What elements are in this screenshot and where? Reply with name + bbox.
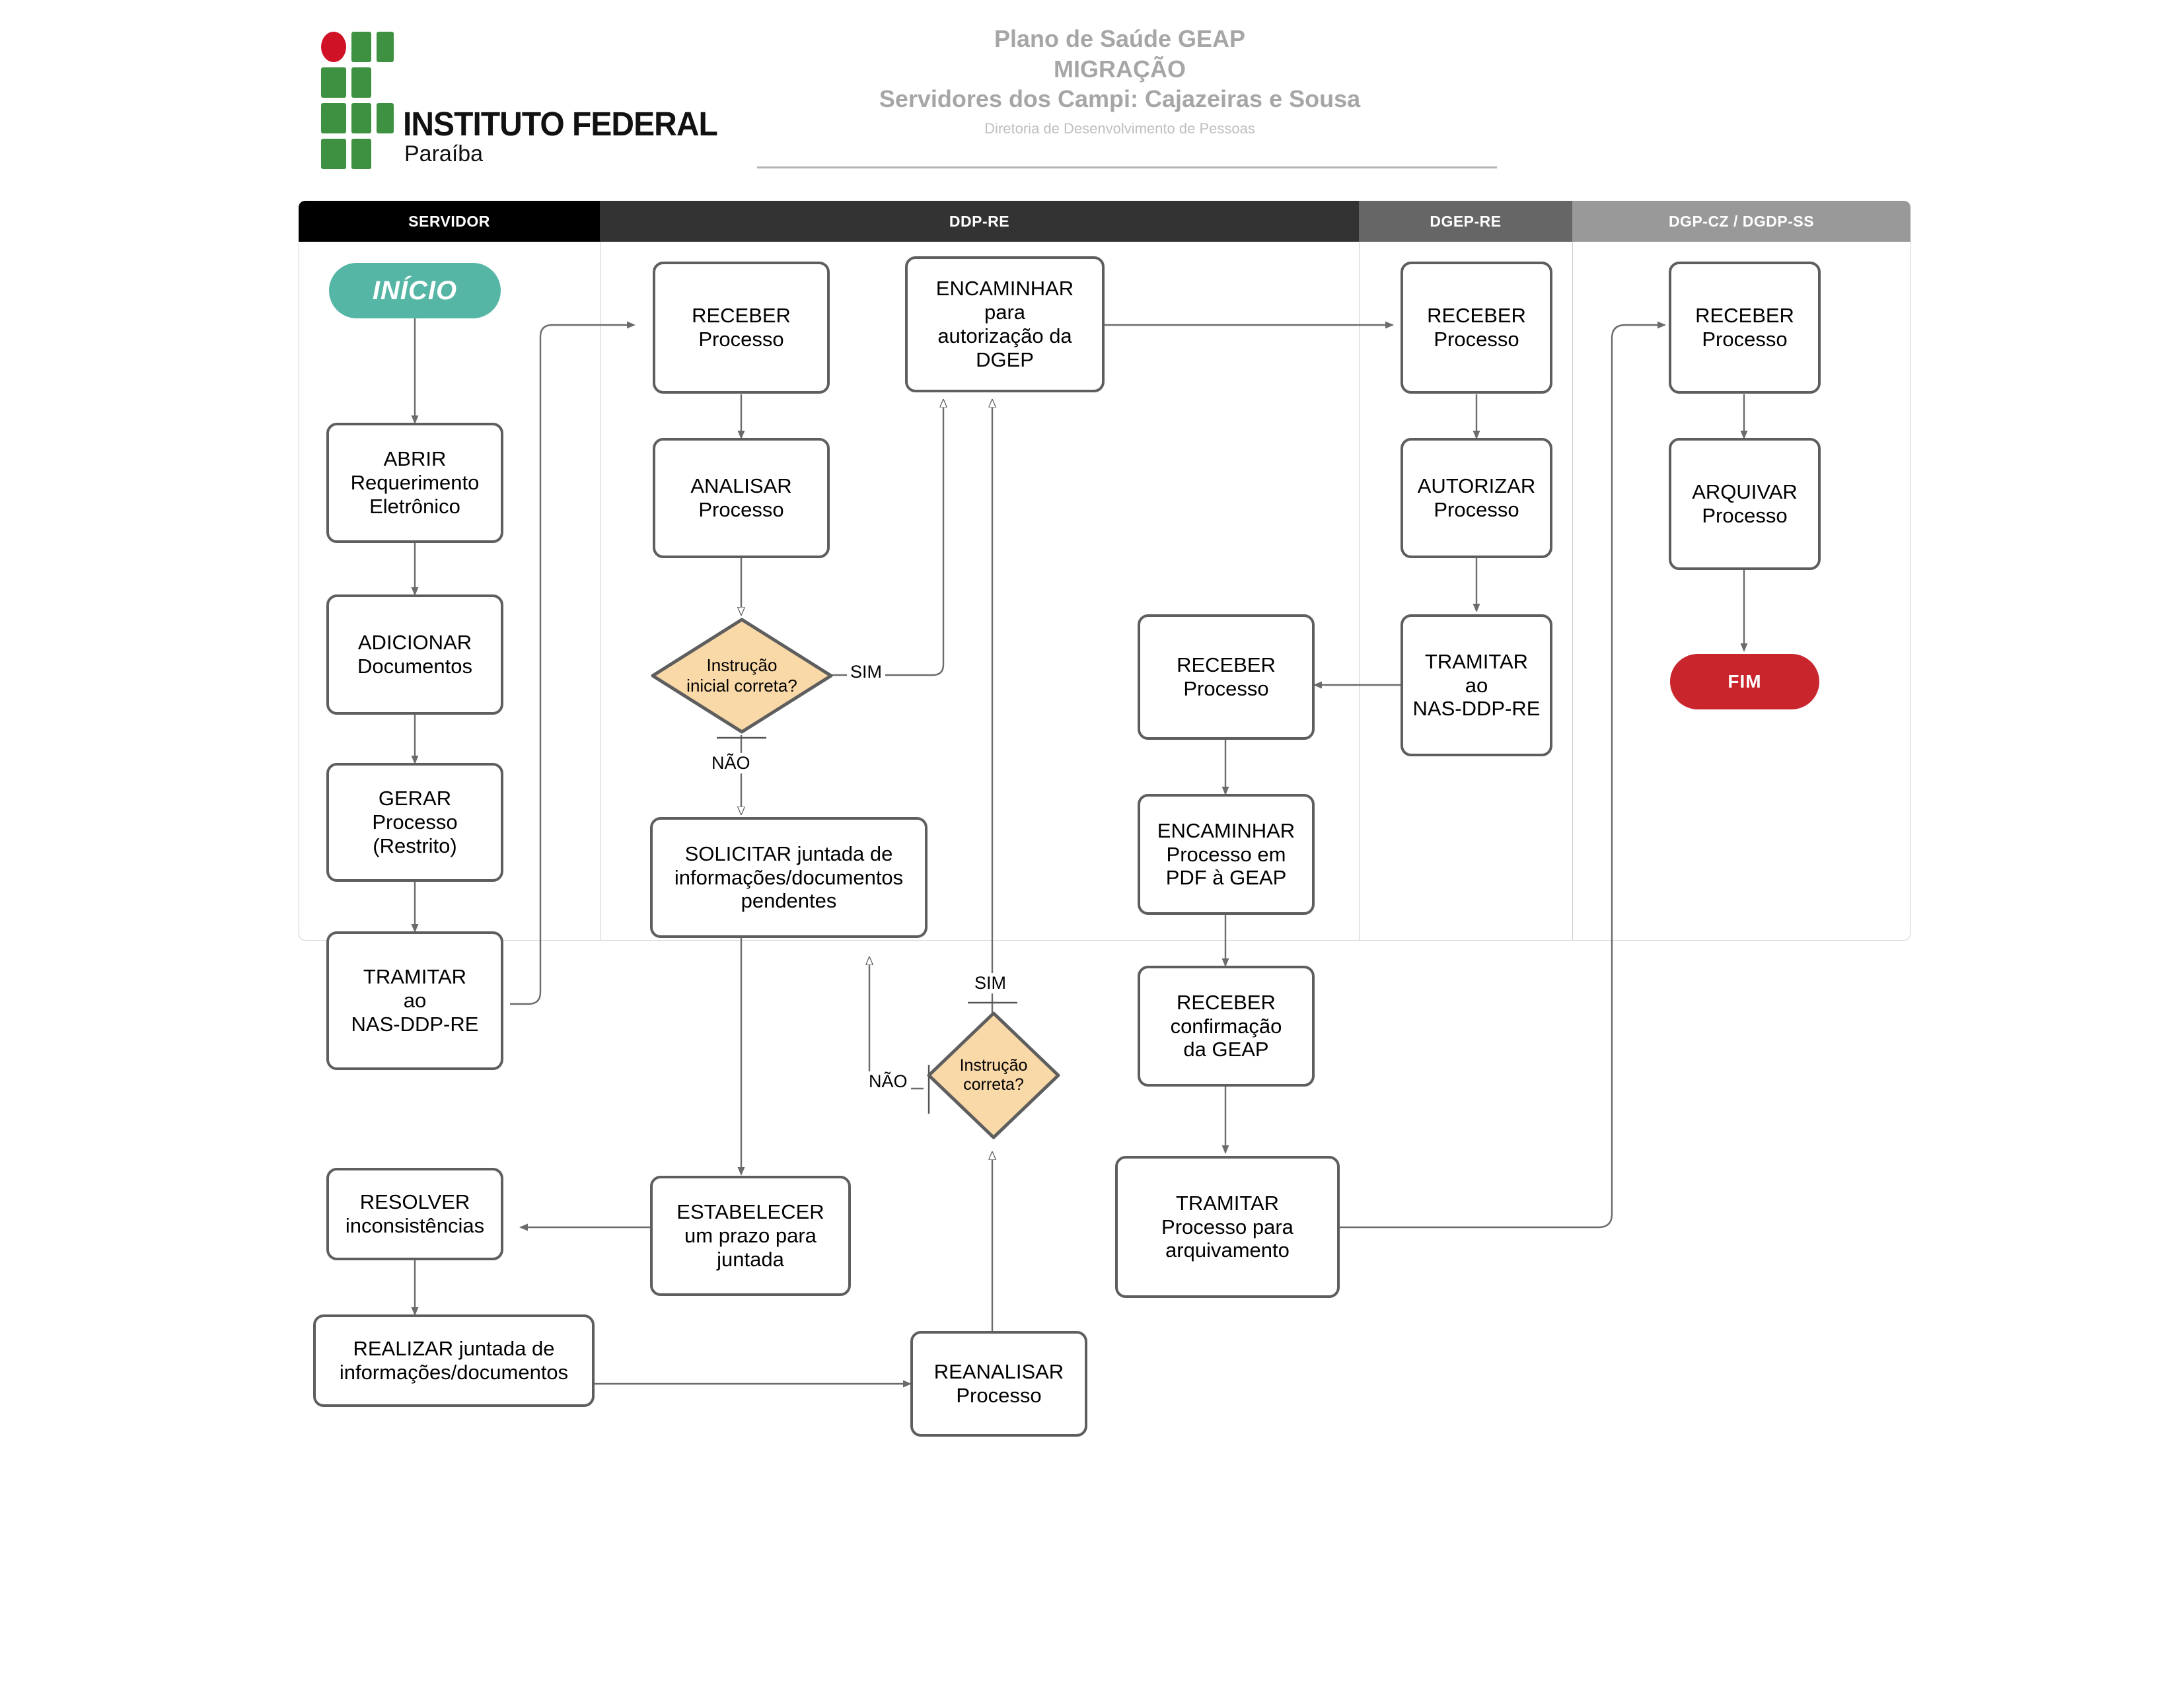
node-abrir-requerimento[interactable]: ABRIR Requerimento Eletrônico [326, 423, 503, 543]
node-adicionar-label: ADICIONAR Documentos [357, 631, 473, 678]
logo-mark [321, 32, 394, 169]
node-tramitar-arquivamento[interactable]: TRAMITAR Processo para arquivamento [1115, 1156, 1340, 1298]
lane-divider-2 [1359, 242, 1360, 941]
node-encaminhar-dgep-label: ENCAMINHAR para autorização da DGEP [935, 277, 1074, 371]
node-receber-processo-nas[interactable]: RECEBER Processo [1138, 614, 1315, 740]
node-autorizar-processo[interactable]: AUTORIZAR Processo [1401, 438, 1552, 558]
node-tramitar-nas2-label: TRAMITAR ao NAS-DDP-RE [1412, 649, 1541, 721]
lane-label-servidor: SERVIDOR [408, 212, 490, 230]
edge-nao1-text: NÃO [711, 753, 750, 773]
node-decisao1-label: Instrução inicial correta? [686, 655, 797, 696]
node-reanalisar-label: REANALISAR Processo [933, 1360, 1064, 1407]
node-estabelecer-prazo[interactable]: ESTABELECER um prazo para juntada [650, 1176, 851, 1296]
node-adicionar-documentos[interactable]: ADICIONAR Documentos [326, 594, 503, 715]
node-receber-conf-label: RECEBER confirmação da GEAP [1170, 990, 1282, 1061]
edge-nao2-text: NÃO [869, 1071, 908, 1091]
node-fim-label: FIM [1728, 671, 1762, 692]
swimlane-outline [299, 242, 1911, 941]
node-tramitar-arq-label: TRAMITAR Processo para arquivamento [1161, 1191, 1293, 1262]
node-receber-processo-ddp[interactable]: RECEBER Processo [653, 262, 830, 394]
edge-sim1-text: SIM [850, 662, 883, 682]
title-line-2: MIGRAÇÃO [1054, 55, 1186, 83]
node-receber-dgp-label: RECEBER Processo [1695, 304, 1794, 351]
node-resolver-inconsistencias[interactable]: RESOLVER inconsistências [326, 1168, 503, 1260]
node-decisao2-label: Instrução correta? [959, 1056, 1028, 1095]
node-receber-dgep-label: RECEBER Processo [1427, 304, 1526, 351]
node-analisar-label: ANALISAR Processo [690, 474, 792, 521]
lane-divider-3 [1572, 242, 1573, 941]
logo-state-text: Paraíba [404, 141, 484, 166]
institution-logo: INSTITUTO FEDERAL Paraíba [321, 32, 731, 169]
node-tramitar-nas-ddp-re-2[interactable]: TRAMITAR ao NAS-DDP-RE [1401, 614, 1552, 756]
node-abrir-label: ABRIR Requerimento Eletrônico [350, 447, 480, 518]
title-divider [757, 166, 1497, 168]
edge-sim2-text: SIM [974, 973, 1007, 993]
swimlane-frame: SERVIDOR DDP-RE DGEP-RE DGP-CZ / DGDP-SS [299, 201, 1911, 941]
node-receber-ddp-label: RECEBER Processo [692, 304, 791, 351]
logo-institution-text: INSTITUTO FEDERAL [403, 105, 718, 143]
page-title: Plano de Saúde GEAP MIGRAÇÃO Servidores … [760, 24, 1480, 137]
node-inicio-label: INÍCIO [372, 275, 458, 305]
node-tramitar-nas-label: TRAMITAR ao NAS-DDP-RE [351, 965, 479, 1036]
node-estabelecer-label: ESTABELECER um prazo para juntada [676, 1200, 824, 1271]
lane-label-ddp-re: DDP-RE [949, 212, 1010, 230]
node-receber-nas-label: RECEBER Processo [1177, 653, 1276, 700]
node-encaminhar-pdf-geap[interactable]: ENCAMINHAR Processo em PDF à GEAP [1138, 794, 1315, 915]
title-subtitle: Diretoria de Desenvolvimento de Pessoas [984, 120, 1255, 137]
title-line-1: Plano de Saúde GEAP [994, 25, 1246, 52]
lane-header-dgp-cz: DGP-CZ / DGDP-SS [1572, 201, 1911, 242]
node-receber-processo-dgep[interactable]: RECEBER Processo [1401, 262, 1552, 394]
node-analisar-processo[interactable]: ANALISAR Processo [653, 438, 830, 558]
node-resolver-label: RESOLVER inconsistências [345, 1190, 485, 1237]
lane-label-dgep-re: DGEP-RE [1430, 212, 1502, 230]
node-arquivar-label: ARQUIVAR Processo [1692, 480, 1798, 527]
lane-label-dgp-cz: DGP-CZ / DGDP-SS [1668, 212, 1815, 230]
node-solicitar-juntada[interactable]: SOLICITAR juntada de informações/documen… [650, 817, 928, 938]
node-receber-confirmacao-geap[interactable]: RECEBER confirmação da GEAP [1138, 966, 1315, 1087]
node-realizar-juntada[interactable]: REALIZAR juntada de informações/document… [313, 1314, 595, 1407]
node-solicitar-label: SOLICITAR juntada de informações/documen… [674, 842, 904, 913]
edge-label-nao-2: NÃO [865, 1071, 911, 1092]
node-autorizar-label: AUTORIZAR Processo [1417, 474, 1536, 521]
node-inicio[interactable]: INÍCIO [329, 263, 501, 318]
lane-divider-1 [600, 242, 601, 941]
node-decisao-instrucao-inicial[interactable]: Instrução inicial correta? [649, 616, 835, 736]
node-receber-processo-dgp[interactable]: RECEBER Processo [1669, 262, 1821, 394]
node-tramitar-nas-ddp-re[interactable]: TRAMITAR ao NAS-DDP-RE [326, 931, 503, 1070]
node-gerar-label: GERAR Processo (Restrito) [372, 787, 458, 857]
lane-header-servidor: SERVIDOR [299, 201, 600, 242]
node-reanalisar-processo[interactable]: REANALISAR Processo [910, 1331, 1087, 1437]
lane-header-dgep-re: DGEP-RE [1359, 201, 1572, 242]
edge-label-sim-2: SIM [971, 973, 1010, 993]
node-gerar-processo[interactable]: GERAR Processo (Restrito) [326, 763, 503, 882]
lane-header-ddp-re: DDP-RE [600, 201, 1359, 242]
node-fim[interactable]: FIM [1670, 654, 1819, 709]
node-arquivar-processo[interactable]: ARQUIVAR Processo [1669, 438, 1821, 570]
node-encaminhar-geap-label: ENCAMINHAR Processo em PDF à GEAP [1157, 818, 1295, 890]
title-line-3: Servidores dos Campi: Cajazeiras e Sousa [879, 85, 1361, 113]
node-encaminhar-autorizacao-dgep[interactable]: ENCAMINHAR para autorização da DGEP [905, 256, 1105, 392]
edge-label-sim-1: SIM [847, 662, 886, 682]
node-decisao-instrucao-correta[interactable]: Instrução correta? [925, 1009, 1062, 1141]
node-realizar-label: REALIZAR juntada de informações/document… [339, 1337, 569, 1384]
edge-label-nao-1: NÃO [708, 753, 754, 773]
